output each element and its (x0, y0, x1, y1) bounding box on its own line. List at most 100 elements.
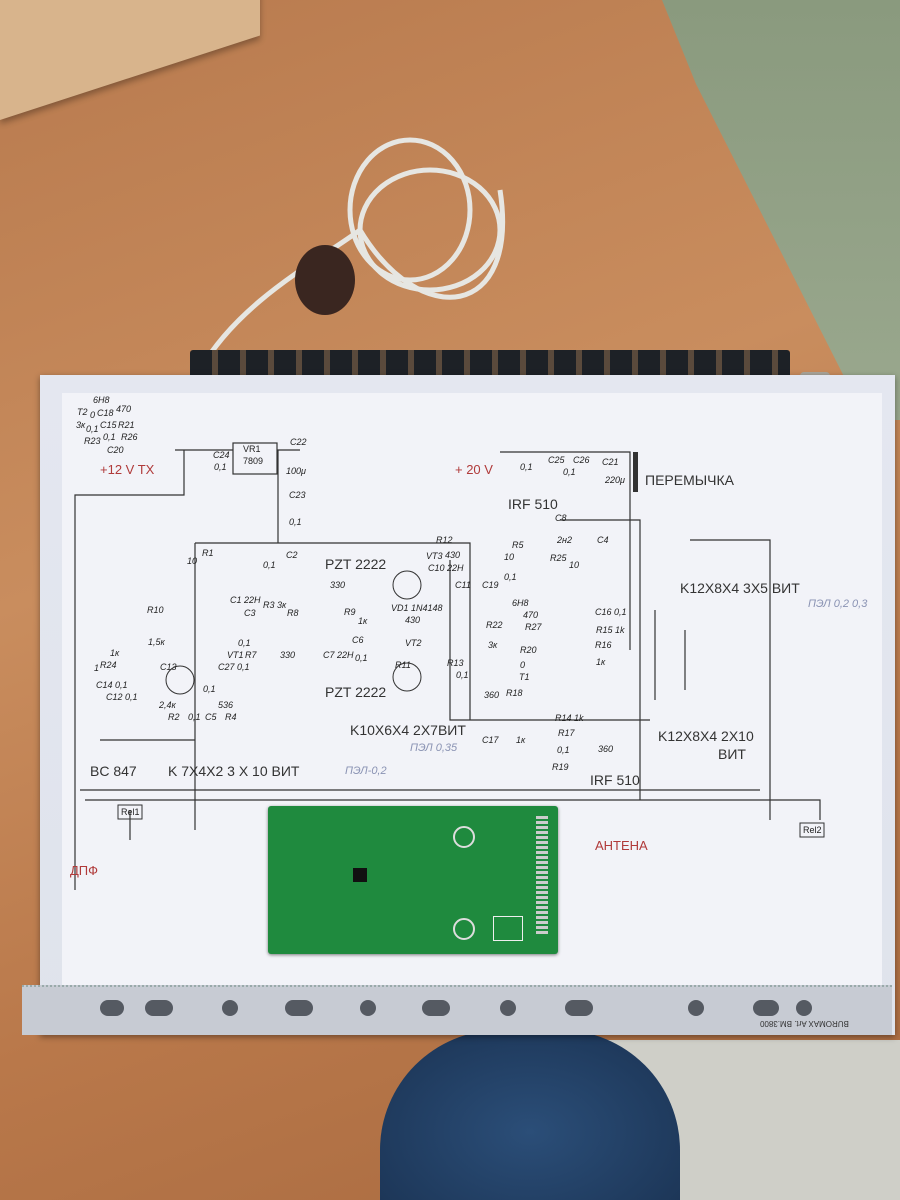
jumper-label: ПЕРЕМЫЧКА (645, 472, 734, 488)
output-transformer-2-label: K12X8X4 2X10 (658, 728, 754, 744)
component-label: R5 (512, 540, 524, 550)
component-label: VD1 1N4148 (391, 603, 443, 613)
punch-hole (796, 1000, 812, 1016)
punch-hole (500, 1000, 516, 1016)
supply-12v-label: +12 V TX (100, 462, 155, 477)
punch-hole (360, 1000, 376, 1016)
output-transformer-2-turns: ВИТ (718, 746, 746, 762)
component-label: C2 (286, 550, 298, 560)
punch-hole (145, 1000, 173, 1016)
supply-20v-label: + 20 V (455, 462, 493, 477)
component-label: 1 (94, 663, 100, 673)
component-label: C13 (160, 662, 177, 672)
component-label: R14 1k (555, 713, 584, 723)
component-label: 1к (516, 735, 526, 745)
component-label: 6H8 (512, 598, 529, 608)
pcb-edge-pads (536, 816, 548, 936)
component-label: 220μ (605, 475, 625, 485)
component-label: C4 (597, 535, 609, 545)
component-label: R26 (121, 432, 138, 442)
component-label: 0,1 (263, 560, 276, 570)
component-label: 0,1 (557, 745, 570, 755)
filter-label: ДПФ (70, 863, 99, 878)
component-label: 360 (484, 690, 500, 700)
pzt2222-bottom-label: PZT 2222 (325, 684, 387, 700)
relay2-label: Rel2 (803, 825, 822, 835)
component-label: C24 (213, 450, 230, 460)
component-label: 0 (520, 660, 526, 670)
input-transformer-label: K 7X4X2 3 X 10 ВИТ (168, 763, 300, 779)
ic-chip (353, 868, 367, 882)
component-label: C27 0,1 (218, 662, 250, 672)
component-label: C7 22H (323, 650, 354, 660)
component-label: 0,1 (520, 462, 533, 472)
component-label: C11 (455, 580, 471, 590)
component-label: C3 (244, 608, 256, 618)
component-label: 0,1 (563, 467, 576, 477)
regulator-part: 7809 (243, 456, 264, 466)
component-label: 430 (405, 615, 421, 625)
component-label: 0,1 (355, 653, 368, 663)
component-label: R19 (552, 762, 569, 772)
component-label: 470 (523, 610, 539, 620)
component-label: 6H8 (93, 395, 110, 405)
component-label: R23 (84, 436, 101, 446)
relay-footprint (493, 916, 523, 941)
component-label: C26 (573, 455, 590, 465)
component-label: C1 22H (230, 595, 261, 605)
component-label: R1 (202, 548, 214, 558)
pocket-brand: BUROMAX Art. BM.3800 (760, 1018, 849, 1028)
component-label: 0,1 (188, 712, 201, 722)
component-label: T2 (77, 407, 88, 417)
component-label: C21 (602, 457, 619, 467)
mount-pad (453, 918, 475, 940)
mid-transformer-label: K10X6X4 2X7ВИТ (350, 722, 466, 738)
component-label: 0,1 (214, 462, 227, 472)
antenna-label: АНТЕНА (595, 838, 648, 853)
punch-hole (100, 1000, 124, 1016)
component-label: R4 (225, 712, 237, 722)
component-label: 3к (76, 420, 86, 430)
plug (295, 245, 355, 315)
component-label: C20 (107, 445, 124, 455)
punch-hole (222, 1000, 238, 1016)
component-label: 330 (330, 580, 346, 590)
component-label: C6 (352, 635, 364, 645)
handwritten-note: ПЭЛ 0,35 (410, 742, 458, 754)
component-label: 2,4к (159, 700, 176, 710)
component-label: 470 (116, 404, 132, 414)
component-label: R11 (395, 660, 411, 670)
component-label: R13 (447, 658, 464, 668)
punch-hole (753, 1000, 779, 1016)
component-label: R18 (506, 688, 523, 698)
punch-hole (688, 1000, 704, 1016)
pcb-board (268, 806, 558, 954)
component-label: R27 (525, 622, 542, 632)
irf510-top-label: IRF 510 (508, 496, 558, 512)
component-label: C14 0,1 (96, 680, 128, 690)
irf510-bottom-label: IRF 510 (590, 772, 640, 788)
output-transformer-1-label: K12X8X4 3X5 ВИТ (680, 580, 800, 596)
article-number: Art. BM.3800 (760, 1019, 807, 1028)
component-label: 0,1 (103, 432, 116, 442)
component-label: 100μ (286, 466, 306, 476)
component-label: 430 (445, 550, 461, 560)
component-label: VT1 (227, 650, 244, 660)
handwritten-note: ПЭЛ 0,2 0,3 (808, 598, 868, 610)
component-label: 0 (90, 410, 96, 420)
component-label: VT2 (405, 638, 422, 648)
component-label: 360 (598, 744, 614, 754)
component-label: 0,1 (289, 517, 302, 527)
component-label: 10 (569, 560, 580, 570)
component-label: 1к (358, 616, 368, 626)
component-label: C25 (548, 455, 565, 465)
component-label: C19 (482, 580, 499, 590)
component-label: R12 (436, 535, 453, 545)
relay1-label: Rel1 (121, 807, 140, 817)
component-label: R22 (486, 620, 503, 630)
punch-hole (285, 1000, 313, 1016)
component-label: C8 (555, 513, 567, 523)
component-label: C5 (205, 712, 217, 722)
component-label: 1к (596, 657, 606, 667)
component-label: 1,5к (148, 637, 165, 647)
